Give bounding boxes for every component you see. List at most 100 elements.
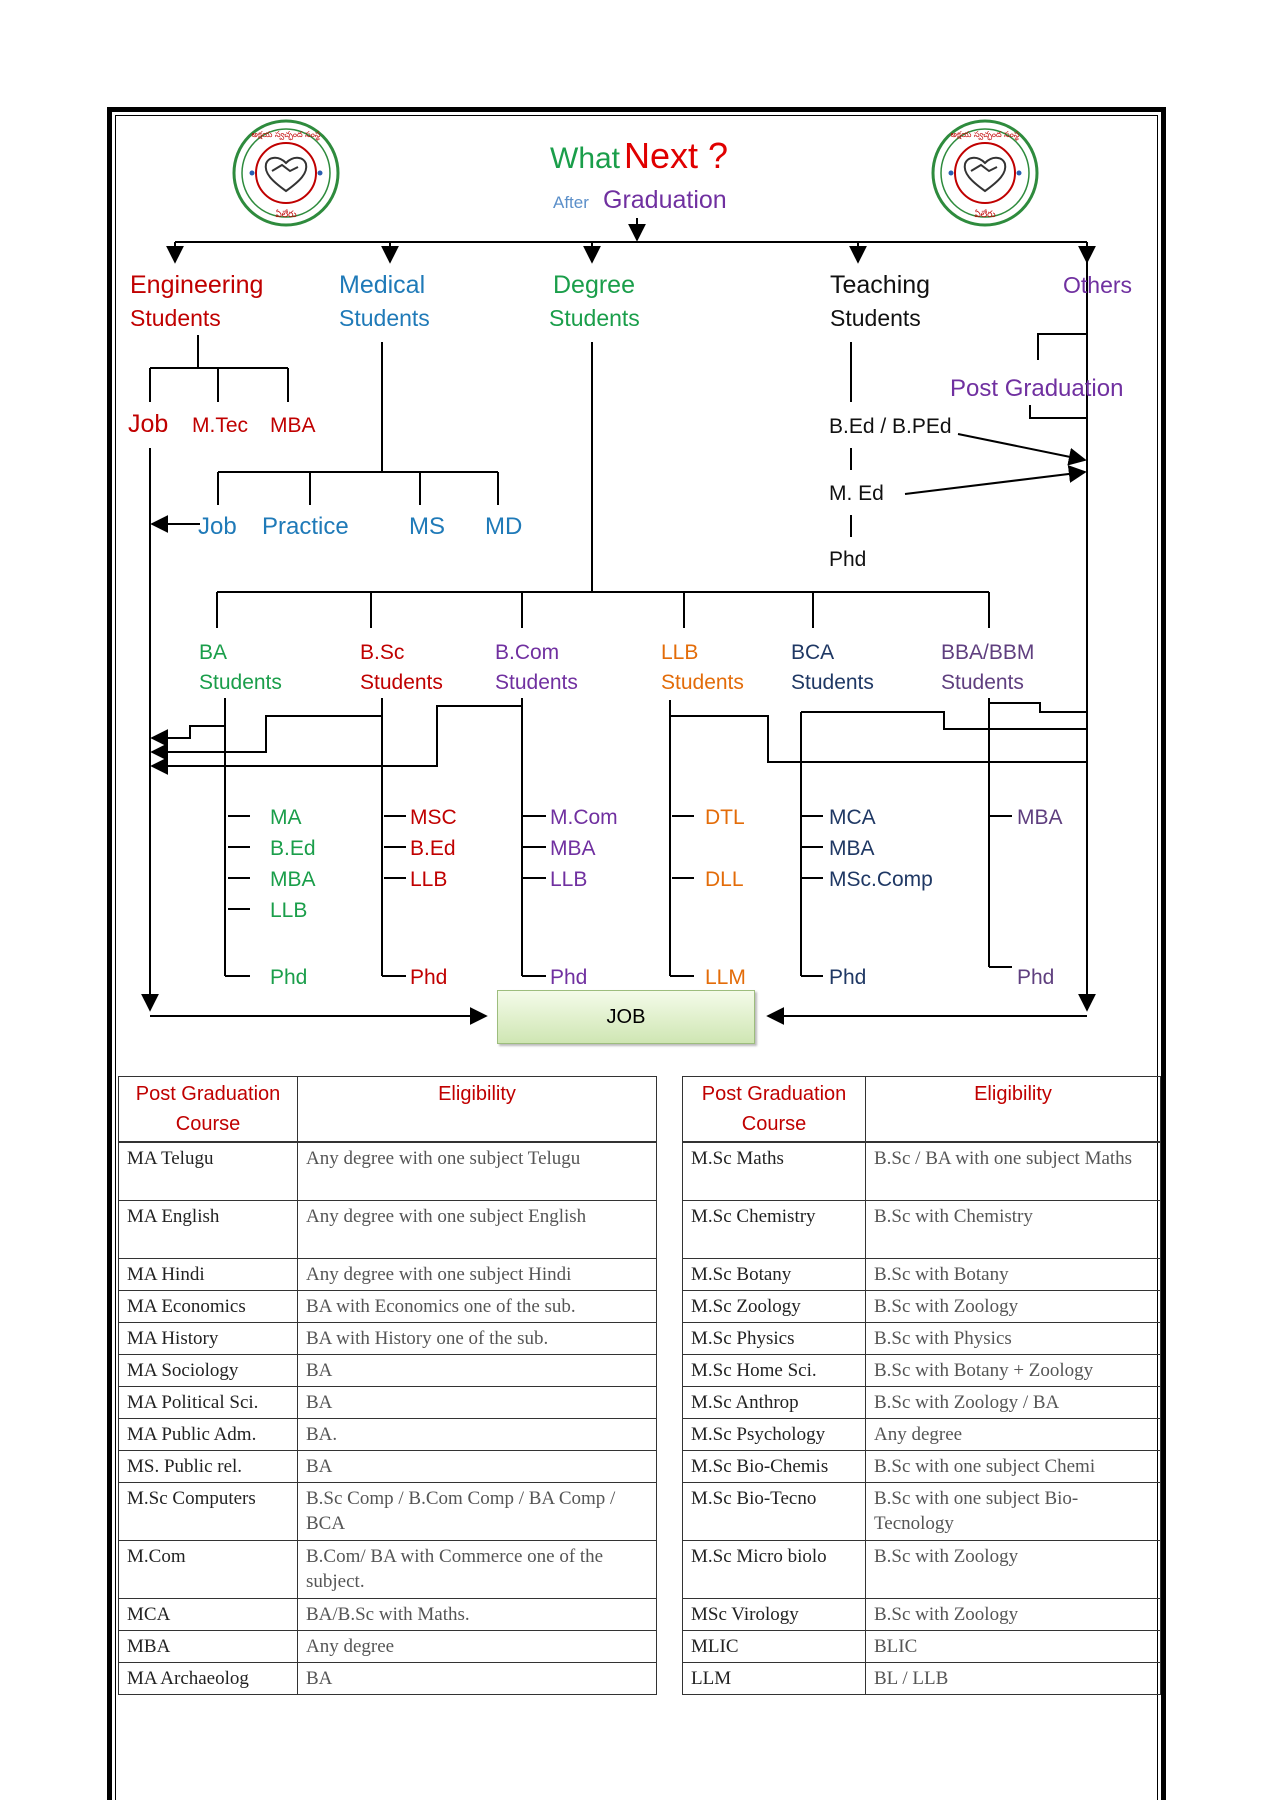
branch-name: B.Sc xyxy=(360,641,404,664)
course-cell: M.Sc Bio-Tecno xyxy=(682,1481,866,1541)
post-graduation-label: Post Graduation xyxy=(950,375,1123,402)
course-cell: MA Archaeolog xyxy=(118,1661,298,1695)
left-header-course: Post Graduation Course xyxy=(118,1076,298,1143)
branch-name: BA xyxy=(199,641,227,664)
branch-name: BCA xyxy=(791,641,834,664)
logo-top-text: అక్షయ స్వచ్ఛంద సంస్థ xyxy=(252,130,321,141)
eligibility-cell: BLIC xyxy=(865,1629,1161,1663)
course-cell: MCA xyxy=(118,1597,298,1631)
others-label: Others xyxy=(1063,272,1132,298)
course-cell: MA Telugu xyxy=(118,1141,298,1201)
eligibility-cell: B.Sc with Physics xyxy=(865,1321,1161,1355)
branch-course: Phd xyxy=(410,966,447,989)
branch-course: MBA xyxy=(270,868,316,891)
course-cell: MBA xyxy=(118,1629,298,1663)
teach-bed: B.Ed / B.PEd xyxy=(829,415,952,438)
branch-course: DTL xyxy=(705,806,745,829)
title-next: Next ? xyxy=(624,135,728,176)
branch-course: B.Ed xyxy=(410,837,456,860)
course-cell: LLM xyxy=(682,1661,866,1695)
eligibility-cell: Any degree xyxy=(865,1417,1161,1451)
branch-course: LLB xyxy=(410,868,447,891)
branch-name: B.Com xyxy=(495,641,559,664)
teaching-label-1: Teaching xyxy=(830,271,930,299)
course-cell: MA Sociology xyxy=(118,1353,298,1387)
eligibility-cell: BA xyxy=(297,1661,657,1695)
branch-course: Phd xyxy=(1017,966,1054,989)
branch-course: MBA xyxy=(550,837,596,860)
branch-students: Students xyxy=(495,671,578,694)
course-cell: MA Public Adm. xyxy=(118,1417,298,1451)
med-md: MD xyxy=(485,513,522,540)
branch-course: LLB xyxy=(550,868,587,891)
eligibility-cell: B.Sc with Botany xyxy=(865,1257,1161,1291)
left-eligibility-table: Post Graduation Course Eligibility MA Te… xyxy=(118,1076,657,1695)
right-header-course: Post Graduation Course xyxy=(682,1076,866,1143)
course-cell: MA English xyxy=(118,1199,298,1259)
eligibility-cell: BA xyxy=(297,1353,657,1387)
branch-students: Students xyxy=(941,671,1024,694)
logo-bottom-text: ఏలేరు xyxy=(974,209,995,220)
course-cell: MA Political Sci. xyxy=(118,1385,298,1419)
eng-mba: MBA xyxy=(270,414,316,437)
course-cell: MA Hindi xyxy=(118,1257,298,1291)
eligibility-cell: B.Sc with Botany + Zoology xyxy=(865,1353,1161,1387)
course-cell: M.Sc Computers xyxy=(118,1481,298,1541)
course-cell: MA History xyxy=(118,1321,298,1355)
eligibility-cell: B.Sc with Zoology xyxy=(865,1597,1161,1631)
title-after: After xyxy=(553,193,589,212)
flow-diagram: What Next ? After Graduation xyxy=(128,135,1132,1025)
course-cell: M.Com xyxy=(118,1539,298,1599)
eligibility-cell: B.Sc Comp / B.Com Comp / BA Comp / BCA xyxy=(297,1481,657,1541)
eligibility-cell: Any degree with one subject Hindi xyxy=(297,1257,657,1291)
connector-lines xyxy=(141,218,1096,1025)
logo-bottom-text: ఏలేరు xyxy=(275,209,296,220)
page-border-inner xyxy=(115,115,1158,1800)
logo-left: ఏలేరు అక్షయ స్వచ్ఛంద సంస్థ xyxy=(232,119,340,227)
branch-course: Phd xyxy=(550,966,587,989)
med-job: Job xyxy=(198,513,237,540)
table-row: M.Sc Home Sci.B.Sc with Botany + Zoology xyxy=(682,1353,1161,1387)
branch-course: LLB xyxy=(270,899,307,922)
eligibility-cell: BA. xyxy=(297,1417,657,1451)
eligibility-cell: B.Sc / BA with one subject Maths xyxy=(865,1141,1161,1201)
logo-right: ఏలేరు అక్షయ స్వచ్ఛంద సంస్థ xyxy=(931,119,1039,227)
course-cell: M.Sc Physics xyxy=(682,1321,866,1355)
page-border-outer xyxy=(107,107,1166,1800)
branch-name: LLB xyxy=(661,641,698,664)
med-practice: Practice xyxy=(262,513,349,540)
branch-course: Phd xyxy=(829,966,866,989)
eligibility-cell: Any degree with one subject Telugu xyxy=(297,1141,657,1201)
course-cell: M.Sc Botany xyxy=(682,1257,866,1291)
eligibility-cell: BA with Economics one of the sub. xyxy=(297,1289,657,1323)
eligibility-cell: BA xyxy=(297,1449,657,1483)
branch-students: Students xyxy=(661,671,744,694)
branch-course: Phd xyxy=(270,966,307,989)
eng-mtec: M.Tec xyxy=(192,414,248,437)
course-cell: M.Sc Zoology xyxy=(682,1289,866,1323)
title-graduation: Graduation xyxy=(603,186,727,214)
eligibility-cell: Any degree with one subject English xyxy=(297,1199,657,1259)
teach-med: M. Ed xyxy=(829,482,884,505)
course-cell: M.Sc Psychology xyxy=(682,1417,866,1451)
eligibility-cell: BA xyxy=(297,1385,657,1419)
teaching-label-2: Students xyxy=(830,305,921,331)
eligibility-cell: Any degree xyxy=(297,1629,657,1663)
eng-job: Job xyxy=(128,410,168,438)
